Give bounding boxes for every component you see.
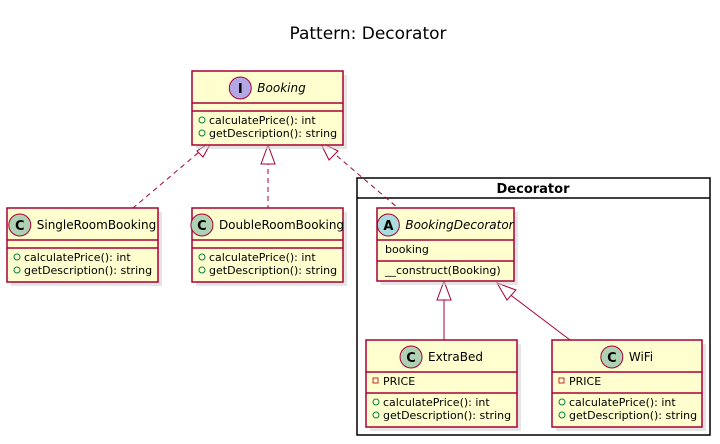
realization-arrowhead: [260, 143, 276, 165]
edge-single-to-booking: [132, 146, 206, 209]
private-marker: [558, 377, 565, 384]
public-marker: [372, 398, 380, 406]
package-decorator: Decorator: [356, 177, 711, 436]
edge-wifi-to-decorator: [507, 292, 571, 341]
class-kind-badge: [190, 213, 214, 237]
class-kind-badge: [8, 213, 32, 237]
class-name: SingleRoomBooking: [37, 218, 156, 232]
class-method: calculatePrice(): int: [209, 251, 316, 264]
class-method: getDescription(): string: [209, 264, 337, 277]
public-marker: [198, 253, 206, 261]
class-method: getDescription(): string: [24, 264, 152, 277]
class-method: calculatePrice(): int: [24, 251, 131, 264]
class-attribute: booking: [385, 243, 429, 256]
class-kind-letter: C: [15, 219, 25, 234]
class-name: WiFi: [629, 350, 653, 364]
class-kind-letter: C: [406, 351, 416, 366]
class-kind-letter: A: [383, 219, 393, 234]
public-marker: [198, 116, 206, 124]
class-method: getDescription(): string: [569, 409, 697, 422]
class-name: BookingDecorator: [405, 218, 514, 232]
class-method: calculatePrice(): int: [569, 396, 676, 409]
public-marker: [372, 411, 380, 419]
class-wifi: WiFi C PRICE calculatePrice(): intgetDescri…: [551, 339, 706, 431]
class-method: getDescription(): string: [383, 409, 511, 422]
class-kind-badge: [376, 213, 400, 237]
generalization-arrowhead: [495, 282, 517, 301]
package-name: Decorator: [497, 182, 571, 197]
class-name: Booking: [257, 81, 306, 95]
class-box: [551, 339, 703, 428]
class-kind-badge: [399, 345, 423, 369]
public-marker: [558, 398, 566, 406]
class-kind-letter: I: [238, 82, 243, 97]
class-box: [365, 339, 518, 428]
class-attribute: PRICE: [383, 375, 415, 388]
class-method: getDescription(): string: [209, 127, 337, 140]
class-kind-badge: [600, 345, 624, 369]
class-extrabed: ExtraBed C PRICE calculatePrice(): intgetDe…: [365, 339, 521, 431]
public-marker: [558, 411, 566, 419]
class-name: ExtraBed: [428, 350, 483, 364]
public-marker: [13, 266, 21, 274]
class-name: DoubleRoomBooking: [219, 218, 344, 232]
class-box: [191, 70, 344, 146]
class-method: calculatePrice(): int: [209, 114, 316, 127]
class-box: [6, 207, 159, 283]
public-marker: [198, 266, 206, 274]
public-marker: [198, 129, 206, 137]
class-kind-badge: [228, 76, 252, 100]
edge-decorator-to-booking: [329, 149, 399, 209]
diagram-title: Pattern: Decorator: [289, 24, 446, 44]
class-method: calculatePrice(): int: [383, 396, 490, 409]
class-attribute: PRICE: [569, 375, 601, 388]
generalization-arrowhead: [436, 279, 452, 301]
class-kind-letter: C: [607, 351, 617, 366]
class-method: __construct(Booking): [384, 264, 501, 277]
class-box: [191, 207, 344, 283]
public-marker: [13, 253, 21, 261]
private-marker: [372, 377, 379, 384]
class-kind-letter: C: [197, 219, 207, 234]
class-box: [376, 207, 515, 282]
